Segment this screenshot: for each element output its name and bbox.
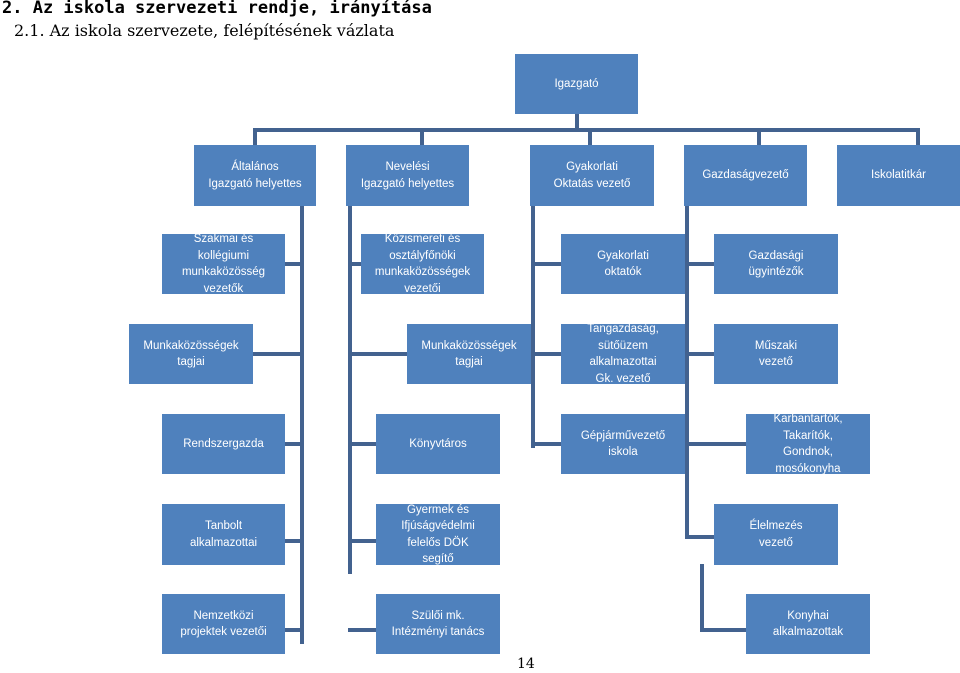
box-finance-head: Gazdaságvezető — [684, 145, 807, 206]
box-maintenance-staff: Karbantartók,Takarítók,Gondnok,mosókonyh… — [746, 413, 870, 475]
box-librarian: Könyvtáros — [376, 414, 500, 474]
box-parents-council: Szülői mk.Intézményi tanács — [376, 594, 500, 654]
section-heading: 2. Az iskola szervezeti rendje, irányítá… — [2, 0, 432, 18]
box-school-secretary-label: Iskolatitkár — [871, 169, 926, 182]
box-director: Igazgató — [515, 54, 638, 114]
box-school-secretary: Iskolatitkár — [837, 145, 960, 206]
branches-general-deputy — [251, 262, 304, 632]
subsection-heading: 2.1. Az iskola szervezete, felépítésének… — [14, 21, 395, 40]
connector-catering — [700, 564, 748, 632]
box-finance-head-label: Gazdaságvezető — [702, 169, 789, 182]
box-maintenance-staff-label: Karbantartók,Takarítók,Gondnok,mosókonyh… — [773, 413, 843, 475]
box-parents-council-label: Szülői mk.Intézményi tanács — [391, 609, 485, 639]
page-number: 14 — [517, 656, 535, 672]
box-system-admin-label: Rendszergazda — [183, 437, 264, 450]
box-director-label: Igazgató — [554, 77, 599, 90]
box-system-admin: Rendszergazda — [162, 414, 285, 474]
branches-pedagogical-deputy — [348, 262, 409, 632]
branches-practical-head — [531, 262, 563, 446]
box-librarian-label: Könyvtáros — [409, 437, 467, 450]
branches-finance-head — [685, 262, 748, 539]
connector-level2-drops — [253, 128, 920, 147]
